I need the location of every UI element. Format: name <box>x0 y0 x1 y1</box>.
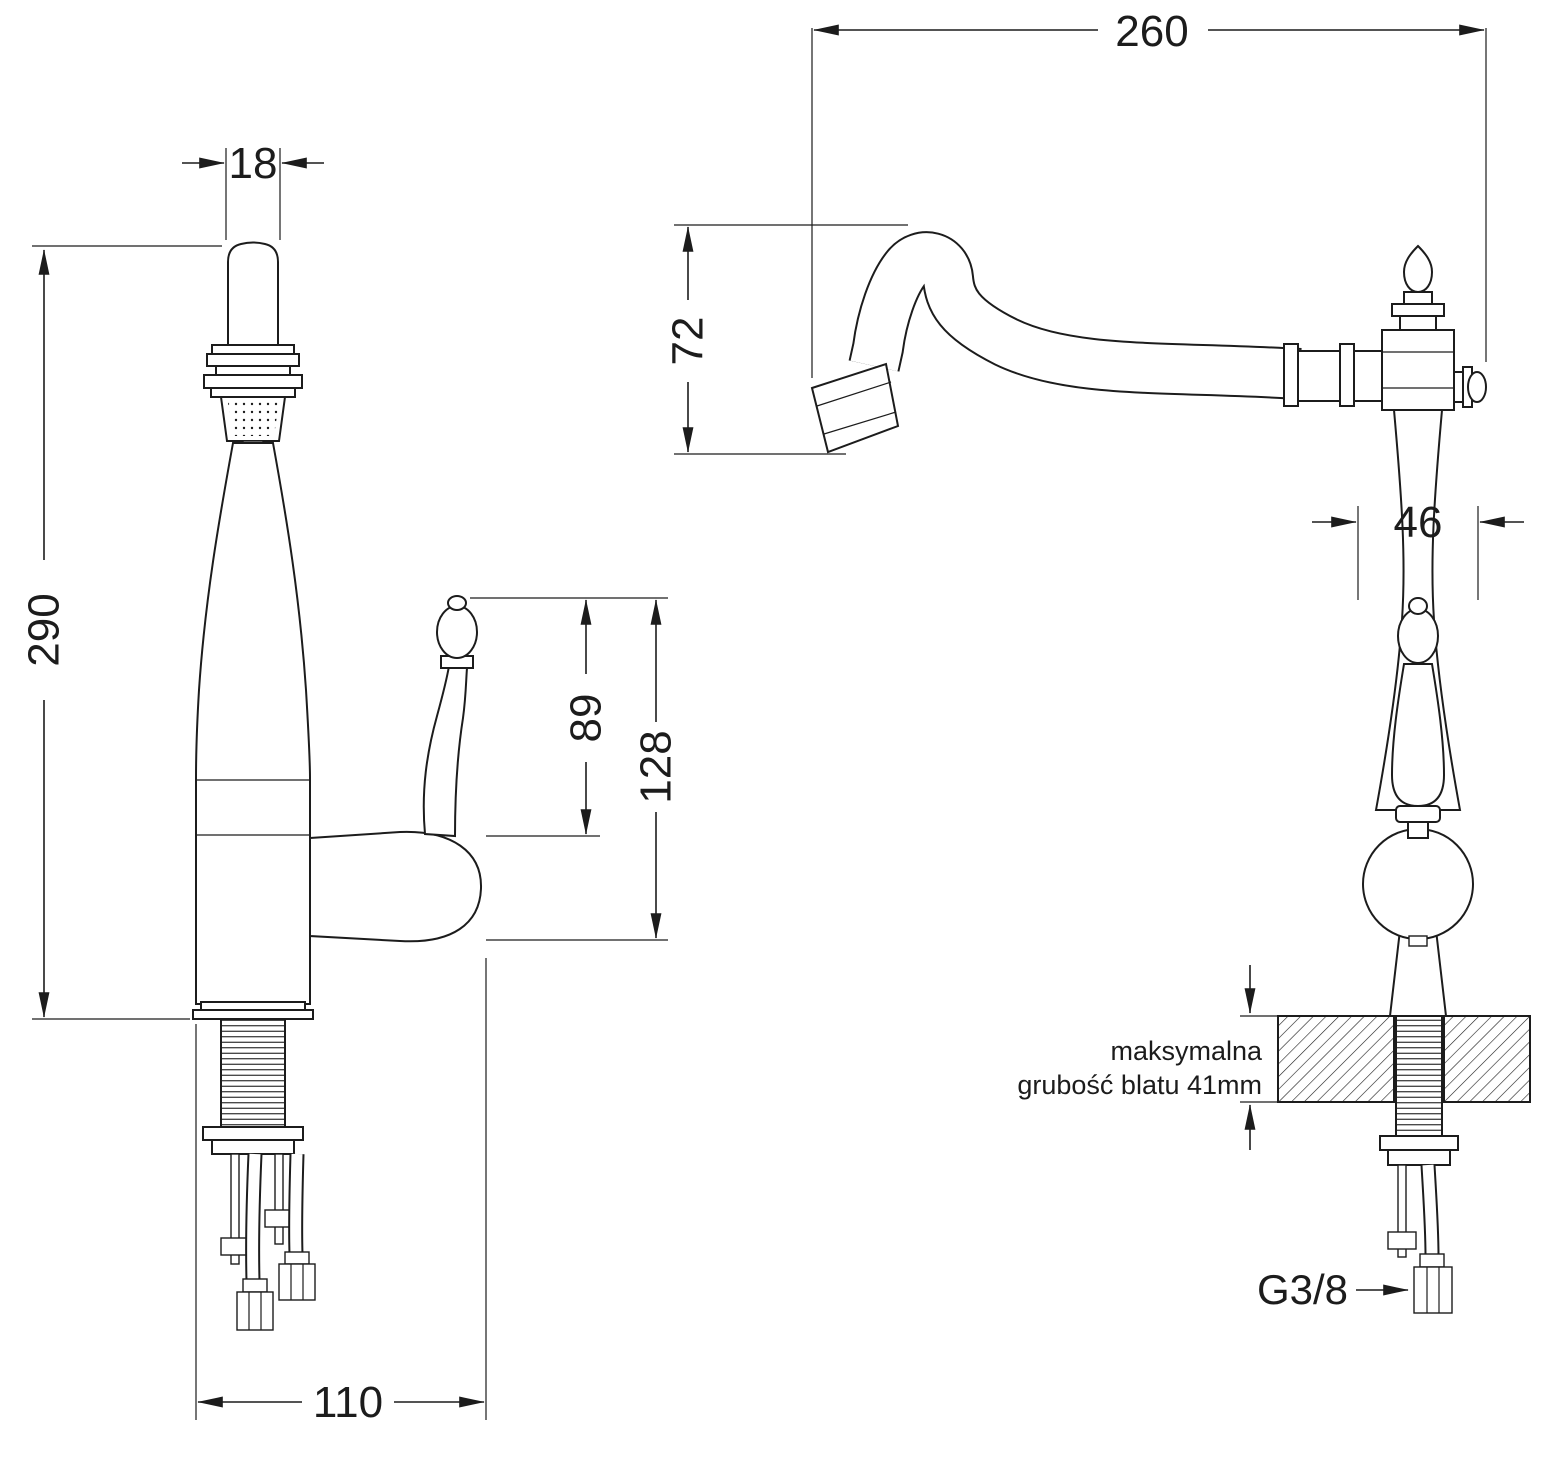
lever-collar <box>1395 805 1441 823</box>
handle-lever-side <box>422 664 469 838</box>
spout-tube-side <box>227 241 279 346</box>
finial <box>1402 244 1434 294</box>
counter-note-line1: maksymalna <box>1110 1036 1263 1066</box>
spout-ring <box>1339 343 1355 407</box>
spout-housing <box>1381 329 1455 411</box>
dim-label-spout-diameter: 18 <box>229 139 278 188</box>
spout-collar <box>206 353 300 367</box>
spout-ring <box>1283 343 1299 407</box>
dim-label-spout-drop: 72 <box>664 317 713 366</box>
body-side <box>195 442 311 1005</box>
handle-knob-front <box>1397 608 1439 664</box>
hose-connector-hex <box>1413 1266 1453 1314</box>
hose-connector-hex <box>278 1263 316 1301</box>
supply-hose-inner <box>247 1153 261 1282</box>
spout-tube-inner <box>850 233 1302 398</box>
counter-note-line2: grubość blatu 41mm <box>1017 1070 1262 1100</box>
spout-collar <box>215 365 291 376</box>
mounting-stud <box>230 1153 240 1265</box>
left-dimensions: 18 290 89 128 110 <box>20 139 681 1427</box>
handle-knob-cap <box>1408 597 1428 615</box>
hose-collar <box>284 1251 310 1265</box>
lever-stem <box>1407 821 1429 839</box>
handle-housing-side <box>309 830 483 943</box>
handle-knob-cap <box>447 595 467 611</box>
spout-collar <box>210 387 296 398</box>
hose-connector-hex <box>236 1291 274 1331</box>
supply-hose-inner <box>1422 1164 1438 1257</box>
dim-label-total-height: 290 <box>20 593 69 666</box>
left-view: 18 290 89 128 110 <box>20 139 681 1427</box>
mounting-nut <box>1387 1149 1451 1166</box>
dim-label-spout-reach: 260 <box>1115 7 1188 56</box>
aerator-front <box>810 362 900 454</box>
threaded-shank <box>220 1018 286 1128</box>
stud-nut <box>220 1237 250 1256</box>
right-view: 260 72 46 maksymalna grubość blatu 41mm … <box>664 7 1531 1314</box>
handle-knob-side <box>436 605 478 659</box>
countertop-slab <box>1443 1015 1531 1103</box>
aerator-band <box>823 411 897 435</box>
mounting-washer <box>1379 1135 1459 1151</box>
handle-lever-front <box>1390 663 1446 808</box>
aerator-band <box>816 381 892 407</box>
faucet-side-view <box>192 241 483 1331</box>
supply-hose-inner <box>290 1153 303 1255</box>
top-collar <box>1403 291 1433 305</box>
top-collar <box>1391 303 1445 317</box>
side-knob-ring <box>1453 371 1464 403</box>
dim-label-handle-total-height: 128 <box>632 730 681 803</box>
mounting-stud <box>274 1153 284 1245</box>
countertop-slab <box>1277 1015 1395 1103</box>
dim-label-handle-height: 89 <box>562 694 611 743</box>
spout-sleeve <box>1353 350 1383 402</box>
ball-nub <box>1408 935 1428 947</box>
spout-collar <box>211 344 295 355</box>
mounting-stud <box>1397 1164 1407 1258</box>
valve-ball <box>1362 828 1474 940</box>
mounting-washer <box>202 1126 304 1141</box>
dim-label-body-width: 46 <box>1394 498 1443 547</box>
threaded-shank <box>1395 1015 1443 1137</box>
hose-collar <box>242 1278 268 1293</box>
base-flange <box>192 1009 314 1020</box>
thread-size-label: G3/8 <box>1257 1266 1348 1313</box>
faucet-front-view <box>810 231 1531 1314</box>
mounting-nut <box>211 1139 295 1155</box>
hose-collar <box>1419 1253 1445 1268</box>
spout-sleeve <box>1297 350 1341 402</box>
side-knob <box>1467 371 1487 403</box>
spout-collar <box>203 374 303 389</box>
base-flange <box>200 1001 306 1011</box>
top-collar <box>1399 315 1437 331</box>
aerator-face-dots <box>228 402 279 436</box>
stud-nut <box>1387 1231 1417 1250</box>
dim-label-base-width: 110 <box>313 1378 383 1427</box>
right-dimensions: 260 72 46 maksymalna grubość blatu 41mm … <box>664 7 1524 1313</box>
